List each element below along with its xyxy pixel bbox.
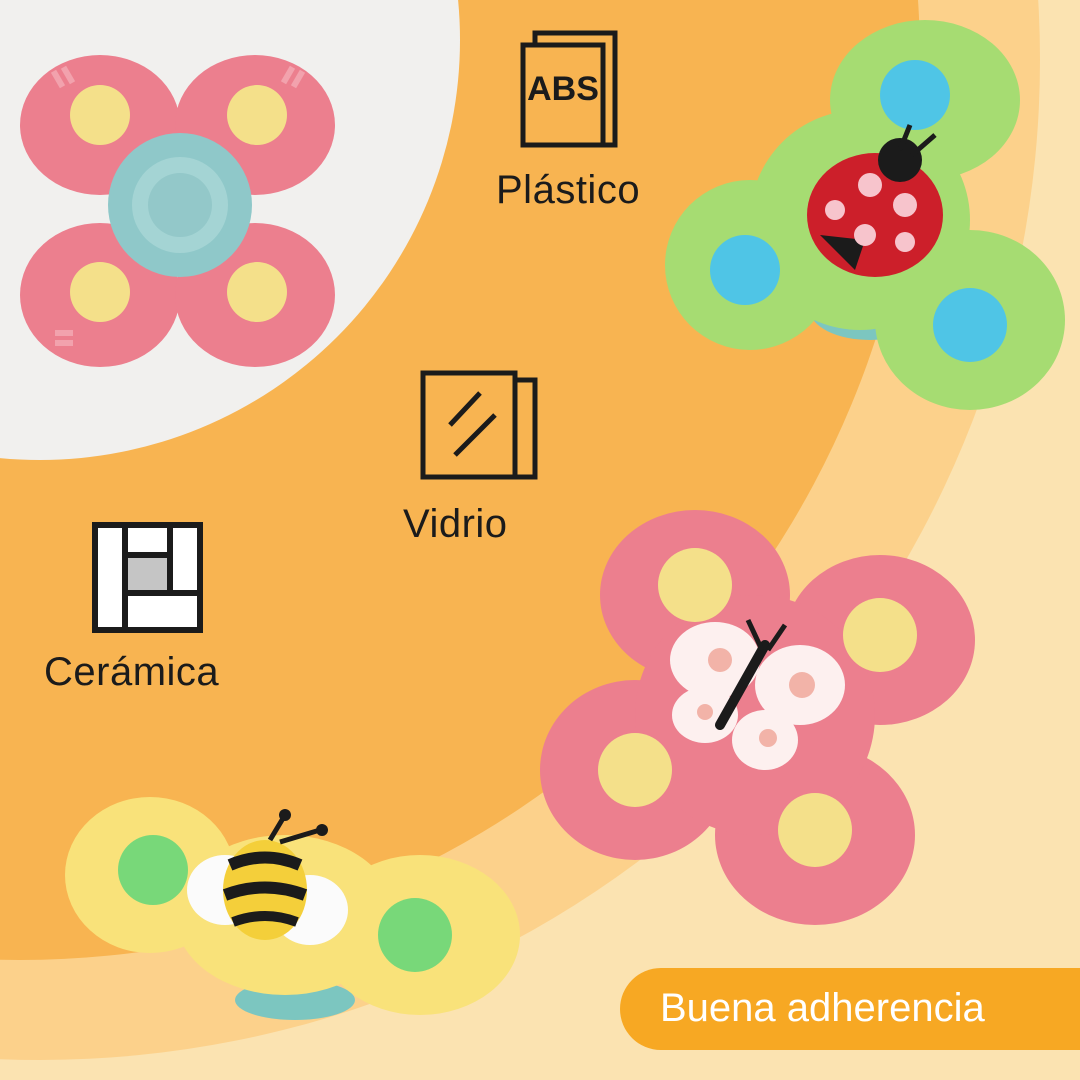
- ladybug-spinner: [665, 20, 1065, 410]
- abs-icon-text: ABS: [527, 70, 599, 108]
- glass-label: Vidrio: [403, 502, 508, 546]
- ceramic-tile-icon: [92, 522, 203, 633]
- butterfly-spinner: [540, 510, 975, 925]
- badge-text: Buena adherencia: [660, 986, 985, 1030]
- ceramic-label: Cerámica: [44, 650, 220, 694]
- pink-flower-spinner: [20, 55, 335, 367]
- bee-spinner: [65, 797, 520, 1020]
- abs-plastic-icon: ABS: [520, 30, 618, 148]
- glass-icon: [420, 370, 538, 480]
- plastic-label: Plástico: [496, 168, 641, 212]
- adhesion-badge: Buena adherencia: [620, 968, 1080, 1050]
